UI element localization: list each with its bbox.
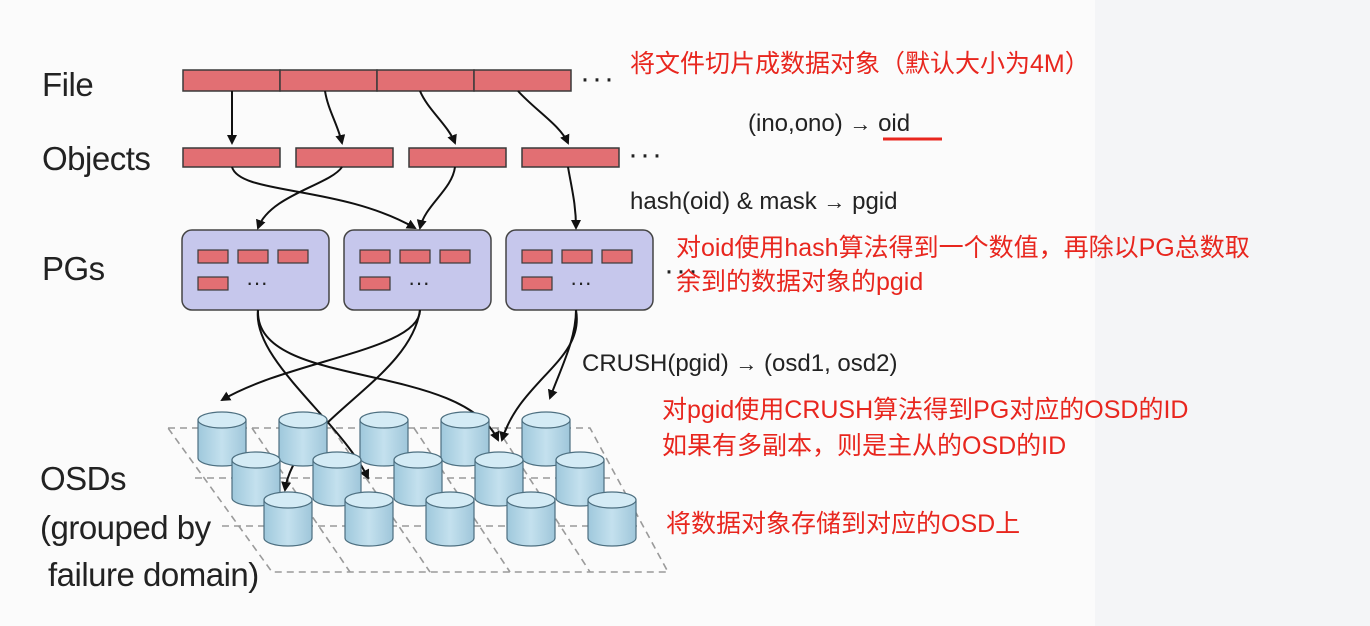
- objects-label: Objects: [42, 140, 151, 177]
- pgid-formula: hash(oid) & mask → pgid: [630, 188, 898, 215]
- file-ellipsis: ···: [580, 62, 616, 95]
- file-segment: [473, 69, 572, 92]
- osds-label-grouped: (grouped by: [40, 509, 211, 546]
- osd-cylinder: [312, 451, 362, 507]
- pg-inner-ellipsis: ···: [246, 270, 268, 295]
- split-arrows: [227, 90, 570, 145]
- split-annotation: 将文件切片成数据对象（默认大小为4M）: [630, 50, 1090, 78]
- pg-inner-ellipsis: ···: [408, 270, 430, 295]
- osd-cylinder: [359, 411, 409, 467]
- oid-formula: (ino,ono) → oid: [748, 110, 911, 137]
- osd-cylinder: [587, 491, 637, 547]
- osd-cylinder: [231, 451, 281, 507]
- object-block: [295, 147, 394, 168]
- osd-cylinder: [197, 411, 247, 467]
- objects-row: [182, 147, 620, 168]
- pgs-label: PGs: [42, 250, 105, 287]
- right-side-panel: [1095, 0, 1370, 626]
- osd-cylinder: [344, 491, 394, 547]
- file-label: File: [42, 66, 94, 103]
- pgs-ellipsis: ···: [664, 254, 700, 287]
- osd-cylinder: [278, 411, 328, 467]
- hash-arrows: [231, 166, 581, 230]
- osds-label: OSDs: [40, 460, 127, 497]
- osds-label-failure-domain: failure domain): [48, 556, 259, 593]
- objects-ellipsis: ···: [628, 138, 664, 171]
- osd-cylinder: [506, 491, 556, 547]
- osd-cylinder: [555, 451, 605, 507]
- object-block: [408, 147, 507, 168]
- pg-inner-ellipsis: ···: [570, 270, 592, 295]
- crush-annotation-line2: 如果有多副本，则是主从的OSD的ID: [662, 432, 1067, 460]
- osd-cylinder: [425, 491, 475, 547]
- osd-cylinder: [263, 491, 313, 547]
- file-segment: [279, 69, 378, 92]
- object-block: [182, 147, 281, 168]
- osd-cylinders: [197, 411, 637, 547]
- file-segment: [182, 69, 281, 92]
- hash-annotation-line1: 对oid使用hash算法得到一个数值，再除以PG总数取: [676, 234, 1250, 262]
- file-segment: [376, 69, 475, 92]
- osd-cylinder: [474, 451, 524, 507]
- store-annotation: 将数据对象存储到对应的OSD上: [666, 510, 1021, 538]
- osd-cylinder: [393, 451, 443, 507]
- crush-formula: CRUSH(pgid) → (osd1, osd2): [582, 350, 898, 377]
- file-bar: [182, 69, 572, 92]
- crush-annotation-line1: 对pgid使用CRUSH算法得到PG对应的OSD的ID: [662, 396, 1189, 424]
- object-block: [521, 147, 620, 168]
- pg-boxes: [181, 229, 654, 311]
- hash-annotation-line2: 余到的数据对象的pgid: [676, 268, 924, 296]
